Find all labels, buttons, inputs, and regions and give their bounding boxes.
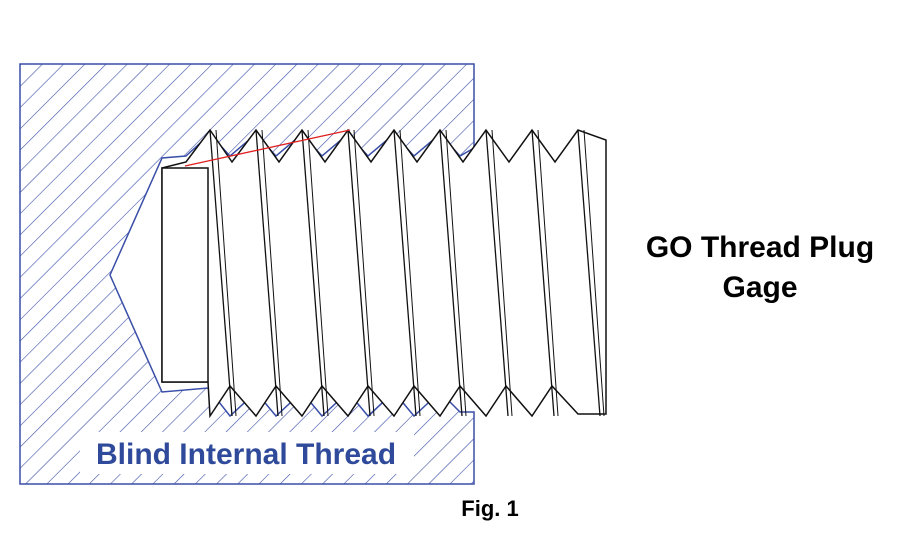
go-thread-plug-gage [161, 128, 607, 419]
plug-nose-flat [161, 167, 209, 383]
crest-line [531, 129, 555, 417]
crest-line [445, 129, 467, 417]
gage-label: GO Thread Plug Gage [620, 228, 900, 308]
internal-thread-label-backing [80, 432, 414, 474]
crest-line [215, 129, 237, 417]
crest-line [485, 129, 509, 417]
crest-line [577, 129, 601, 417]
crest-line [209, 129, 233, 417]
crest-line [307, 129, 329, 417]
crest-line [353, 129, 375, 417]
gage-label-line-1: GO Thread Plug [645, 231, 875, 264]
crest-line [491, 129, 513, 417]
internal-thread-label: Blind Internal Thread [96, 438, 396, 471]
crest-line [399, 129, 421, 417]
crest-line [439, 129, 463, 417]
internal-thread-label-group: Blind Internal Thread [80, 432, 414, 474]
contact-line [184, 129, 351, 167]
crest-line [301, 129, 325, 417]
crest-line [347, 129, 371, 417]
crest-line [261, 129, 283, 417]
crest-line [583, 129, 605, 417]
crest-line [537, 129, 559, 417]
crest-line [393, 129, 417, 417]
plug-crest-lines [209, 129, 605, 417]
gage-label-line-2: Gage [722, 271, 798, 304]
figure-caption: Fig. 1 [461, 496, 519, 521]
crest-line [255, 129, 279, 417]
